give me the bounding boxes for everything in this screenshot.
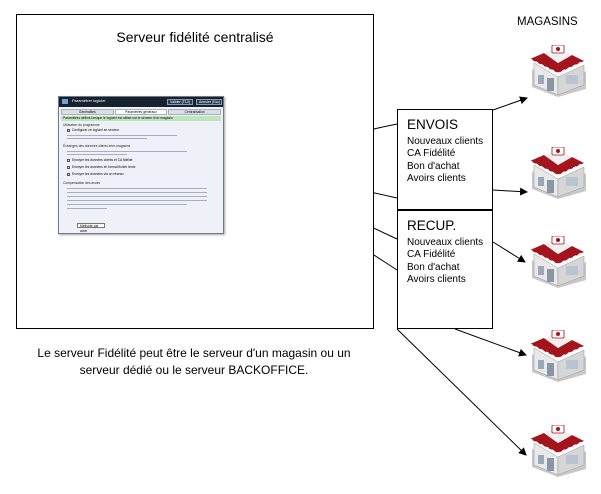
recup-list: Nouveaux clients CA Fidélité Bon d'achat…: [407, 237, 491, 286]
app-section-title: Compensation des avoirs: [63, 181, 101, 185]
recup-box: RECUP. Nouveaux clients CA Fidélité Bon …: [397, 210, 493, 329]
app-option: Envoyer les données en format fichier te…: [72, 165, 136, 169]
app-tabs: Généralités Paramètres généraux Centrali…: [61, 109, 222, 115]
app-text-line: [67, 138, 147, 139]
server-title: Serveur fidélité centralisé: [116, 29, 274, 45]
envois-list: Nouveaux clients CA Fidélité Bon d'achat…: [407, 136, 491, 185]
recup-item: CA Fidélité: [407, 249, 456, 261]
app-tab-active: Paramètres généraux: [114, 109, 168, 115]
app-checkbox: [67, 173, 70, 176]
arrow-to-store-1: [492, 96, 528, 111]
app-text-line: [67, 188, 207, 189]
arrow-to-store-3: [492, 241, 526, 263]
store-icon: [529, 236, 586, 288]
app-cancel-button: Annuler (Esc): [196, 99, 222, 105]
server-box: Serveur fidélité centralisé: [16, 14, 374, 329]
recup-item: Avoirs clients: [407, 273, 466, 285]
magasins-label: MAGASINS: [517, 16, 578, 28]
envois-item: Bon d'achat: [407, 160, 460, 172]
app-tab: Généralités: [61, 109, 114, 115]
arrow-to-store-5: [396, 328, 527, 456]
app-text-line: [67, 192, 207, 193]
store-icon: [529, 425, 586, 477]
app-screenshot: Paramétrer logiciel Valider (F10) Annule…: [58, 96, 224, 234]
app-section-title: Échanges des données clients inter-magas…: [63, 144, 131, 148]
app-checkbox: [67, 159, 70, 162]
app-validate-button: Valider (F10): [167, 99, 193, 105]
app-window-title: Paramétrer logiciel: [72, 98, 106, 103]
store-icon: [529, 147, 586, 199]
app-tab: Centralisation: [168, 109, 222, 115]
app-titlebar: Paramétrer logiciel Valider (F10) Annule…: [59, 97, 223, 107]
app-checkbox: [67, 166, 70, 169]
app-text-line: [67, 208, 107, 209]
envois-box: ENVOIS Nouveaux clients CA Fidélité Bon …: [397, 109, 493, 210]
envois-item: CA Fidélité: [407, 148, 456, 160]
app-section-title: Utilisation du programme: [63, 123, 100, 127]
app-text-line: [67, 151, 187, 152]
app-select: Méthode par avoir: [77, 223, 105, 233]
recup-item: Nouveaux clients: [407, 237, 484, 248]
envois-item: Avoirs clients: [407, 172, 466, 184]
app-option: Envoyer les données clients et CA fidéli…: [72, 158, 133, 162]
app-text-line: [67, 196, 207, 197]
app-text-line: [67, 135, 177, 136]
arrow-to-store-2: [492, 187, 528, 196]
store-icon: [529, 330, 586, 382]
app-text-line: [67, 200, 207, 201]
app-text-line: [67, 204, 187, 205]
app-checkbox: [67, 129, 70, 132]
app-logo-icon: [62, 99, 68, 104]
recup-title: RECUP.: [407, 218, 457, 233]
app-option: Envoyer les données via un réseau: [72, 172, 124, 176]
app-text-line: [67, 154, 127, 155]
envois-title: ENVOIS: [407, 117, 459, 132]
arrow-to-store-4: [454, 328, 527, 357]
envois-item: Nouveaux clients: [407, 136, 484, 147]
app-option: Configurer ce logiciel en serveur: [72, 128, 120, 132]
store-icon: [529, 45, 586, 97]
recup-item: Bon d'achat: [407, 261, 460, 273]
app-notice-bar: Paramètres définis lorsque le logiciel e…: [61, 116, 221, 121]
caption: Le serveur Fidélité peut être le serveur…: [37, 346, 351, 377]
